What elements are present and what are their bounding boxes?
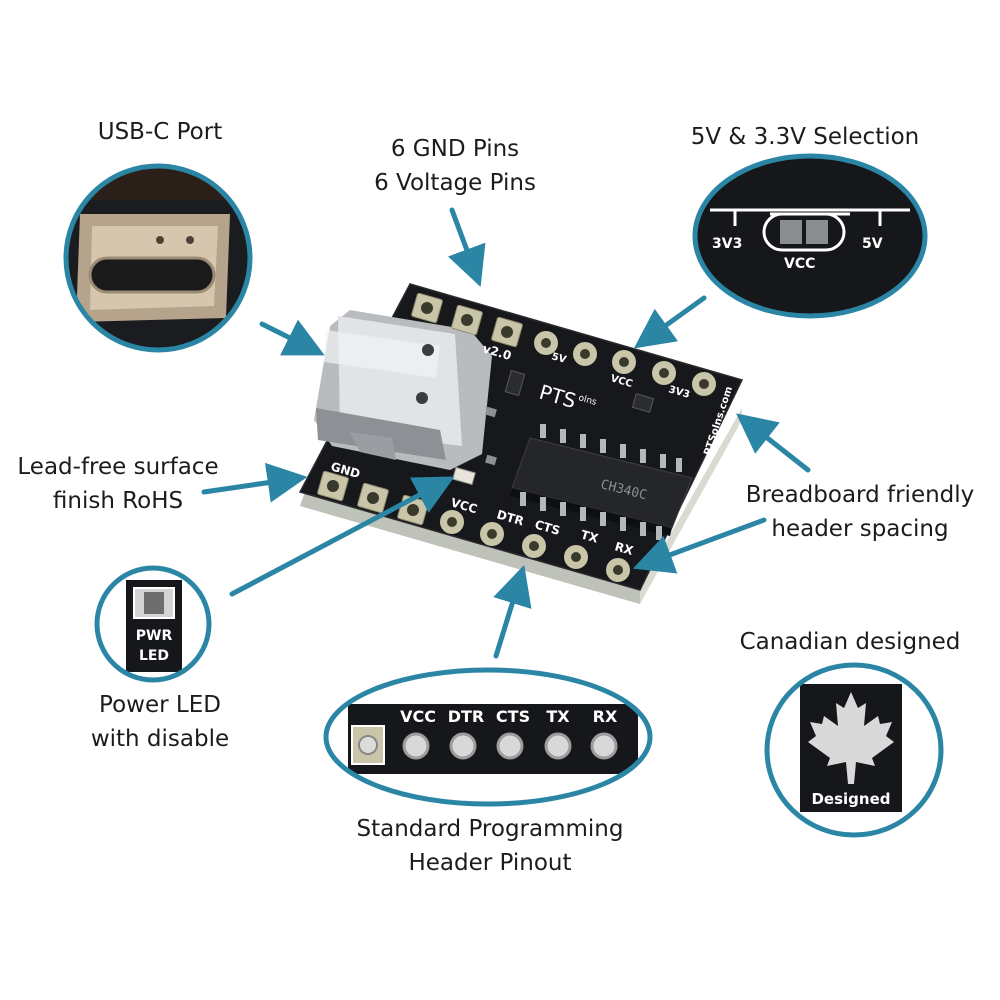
inset-vcc-label: VCC <box>784 256 815 272</box>
inset-designed-text: Designed <box>811 790 890 808</box>
inset-pwr-label: PWR <box>136 628 173 644</box>
arrow-header-pinout <box>493 564 532 659</box>
board-pin-rx: RX <box>613 539 635 558</box>
inset-3v3-label: 3V3 <box>712 236 742 252</box>
inset-pin-tx: TX <box>546 707 570 726</box>
label-gnd-voltage-pins: 6 GND Pins 6 Voltage Pins <box>374 136 536 196</box>
label-header-pinout: Standard Programming Header Pinout <box>356 816 624 876</box>
inset-pin-cts: CTS <box>496 707 530 726</box>
arrow-breadboard-top <box>736 413 811 473</box>
board-5v-label: 5V <box>550 351 567 366</box>
bottom-pads <box>440 510 630 582</box>
inset-led-label: LED <box>139 648 169 664</box>
arrow-usb-c <box>259 319 325 356</box>
board-pin-tx: TX <box>579 527 600 545</box>
arrow-breadboard-bottom <box>632 517 767 574</box>
maple-leaf-icon <box>808 692 894 784</box>
usb-c-connector <box>314 310 492 470</box>
inset-pin-dtr: DTR <box>448 707 485 726</box>
ch340c-chip: CH340C <box>510 424 693 540</box>
inset-power-led: PWR LED <box>94 565 212 683</box>
callout-arrows <box>201 207 811 659</box>
arrow-voltage-select <box>633 295 707 349</box>
inset-pin-vcc: VCC <box>400 707 436 726</box>
label-canadian-designed: Canadian designed <box>739 629 961 655</box>
label-voltage-selection: 5V & 3.3V Selection <box>690 124 920 150</box>
label-breadboard-spacing: Breadboard friendly header spacing <box>745 482 975 542</box>
inset-voltage-select: 3V3 VCC 5V <box>692 153 928 319</box>
arrow-power-led <box>229 476 455 597</box>
inset-pin-rx: RX <box>593 707 618 726</box>
label-usb-c-port: USB-C Port <box>97 119 223 145</box>
inset-canadian-badge: Designed <box>764 662 944 838</box>
board-pin-cts: CTS <box>533 517 562 538</box>
board-brand-suffix: olns <box>577 393 598 408</box>
smd-components <box>452 369 655 486</box>
pcb-board: CH340C v2.0 GND 5V VCC 3V3 PTS olns PTSo… <box>298 283 744 604</box>
inset-header-pinout: VCC DTR CTS TX RX <box>323 667 653 807</box>
top-pads <box>411 292 716 396</box>
inset-usb-c <box>63 163 253 353</box>
arrow-gnd-voltage <box>447 207 486 288</box>
arrow-lead-free <box>201 462 308 503</box>
inset-5v-label: 5V <box>862 236 883 252</box>
label-lead-free-finish: Lead-free surface finish RoHS <box>17 454 219 514</box>
label-power-led: Power LED with disable <box>90 692 230 752</box>
